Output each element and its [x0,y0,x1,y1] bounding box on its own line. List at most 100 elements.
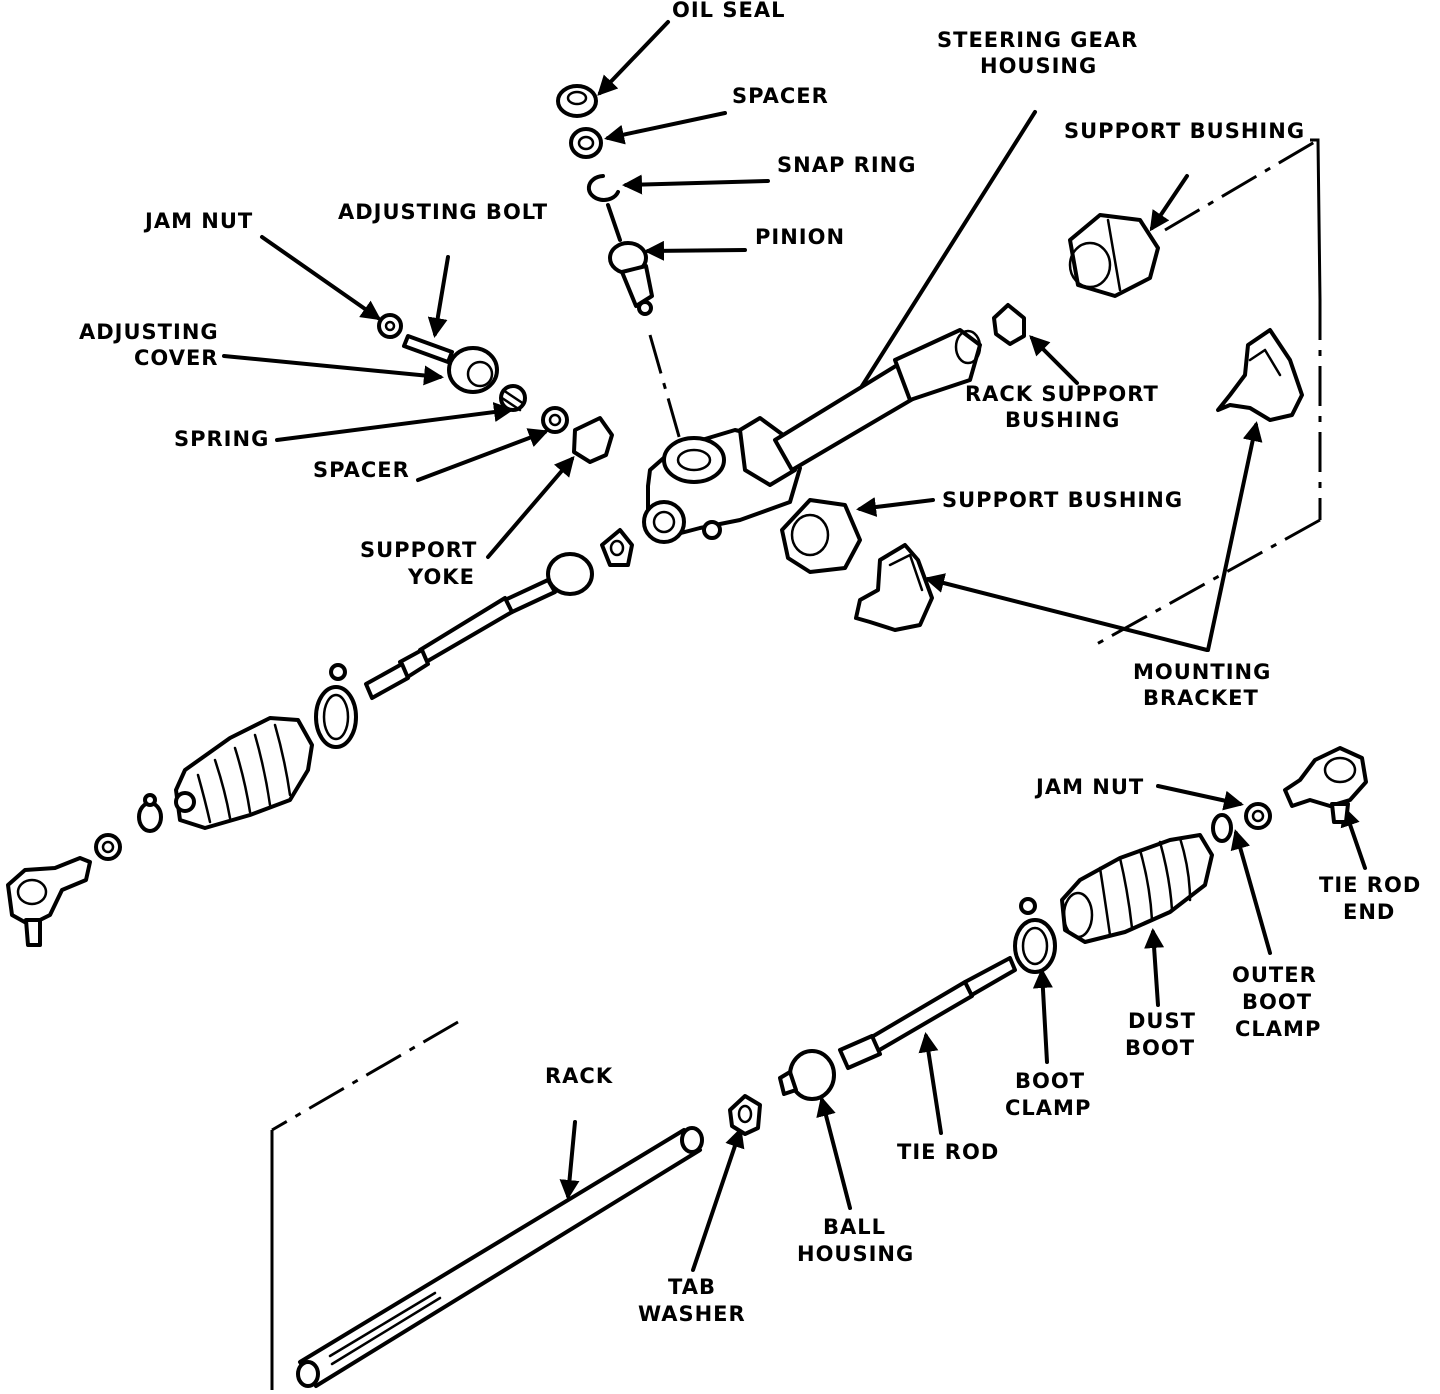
label-tab-washer-line2: WASHER [638,1302,746,1326]
tie-rod-end-left-part [6,856,92,947]
mounting-bracket-upper-part [1216,328,1304,422]
jam-nut-right-part [1244,802,1272,830]
label-dust-boot-line1: DUST [1128,1009,1196,1033]
label-support-bushing-top: SUPPORT BUSHING [1064,119,1305,143]
arrow-jam-nut-right [1156,784,1244,811]
bushing-axis-line [1164,138,1319,232]
mounting-bracket-lower-part [854,543,934,632]
rack-support-bushing-part [992,303,1026,346]
support-bushing-mid-part [780,498,862,574]
label-tie-rod-end-line2: END [1343,900,1395,924]
jam-nut-upper-left-part [94,833,122,861]
label-tie-rod: TIE ROD [897,1140,999,1164]
spacer-top-part [569,127,603,159]
label-rack: RACK [545,1064,613,1088]
arrow-mounting-bracket-lower [924,573,1209,652]
dust-boot-upper-part [174,716,314,830]
arrow-jam-nut-left [260,235,382,321]
label-boot-clamp-line1: BOOT [1015,1069,1085,1093]
arrow-oil-seal [597,20,670,96]
tab-washer-upper-part [600,528,634,567]
dust-boot-right-part [1060,833,1214,944]
snap-ring-part [586,174,620,202]
arrow-support-yoke [486,455,575,559]
arrow-spring [275,402,514,442]
label-rack-support-bushing-line2: BUSHING [1005,408,1120,432]
leader-lines [222,20,1367,1272]
alignment-lines [270,138,1322,1390]
arrow-tab-washer [691,1127,745,1272]
outer-boot-clamp-right-part [1211,813,1233,843]
arrow-rack-support-bushing [1029,335,1079,385]
arrow-pinion [644,240,747,261]
parts [6,84,1368,1388]
arrow-boot-clamp [1032,968,1053,1064]
label-dust-boot-line2: BOOT [1125,1036,1195,1060]
label-support-yoke-line2: YOKE [407,565,475,589]
label-outer-boot-clamp-line1: OUTER [1232,963,1317,987]
arrow-support-bushing-mid [856,497,935,517]
pinion-part [606,203,654,316]
rack-part [296,1126,704,1388]
arrow-outer-boot-clamp [1230,829,1272,955]
arrow-adjusting-bolt [427,255,450,338]
tie-rod-upper-part [364,552,594,700]
support-yoke-part [572,416,614,464]
label-tab-washer-line1: TAB [668,1275,716,1299]
arrow-dust-boot [1144,928,1165,1007]
label-tie-rod-end-line1: TIE ROD [1319,873,1421,897]
arrow-mounting-bracket-upper [1206,421,1263,652]
adjusting-cover-part [447,346,499,394]
label-adjusting-cover-line1: ADJUSTING [79,320,219,344]
label-ball-housing-line1: BALL [823,1215,886,1239]
arrow-spacer-top [604,111,727,145]
label-outer-boot-clamp-line3: CLAMP [1235,1017,1321,1041]
steering-gear-housing-part [642,328,982,544]
boot-clamp-right-part [1013,897,1057,974]
arrow-tie-rod-end [1340,806,1367,870]
arrow-tie-rod [918,1032,943,1135]
label-mounting-bracket-line1: MOUNTING [1133,660,1271,684]
label-pinion: PINION [755,225,845,249]
label-adjusting-cover-line2: COVER [134,346,218,370]
frame-right-top [1310,138,1322,301]
label-spacer-top: SPACER [732,84,829,108]
label-snap-ring: SNAP RING [777,153,916,177]
spacer-mid-part [541,406,569,434]
pinion-axis-line [648,334,682,441]
tie-rod-end-right-part [1283,746,1368,824]
label-jam-nut-right: JAM NUT [1034,775,1144,799]
arrow-support-bushing-top [1149,174,1189,232]
label-outer-boot-clamp-line2: BOOT [1242,990,1312,1014]
jam-nut-left-part [377,313,403,339]
support-bushing-top-part [1068,213,1160,298]
oil-seal-part [556,84,598,118]
spring-part [499,384,527,412]
label-oil-seal: OIL SEAL [672,0,785,22]
frame-right-diagonal [1094,518,1321,647]
outer-boot-clamp-upper-part [137,793,163,833]
tie-rod-lower-part [838,956,1017,1070]
label-support-bushing-mid: SUPPORT BUSHING [942,488,1183,512]
label-ball-housing-line2: HOUSING [797,1242,914,1266]
ball-housing-part [778,1049,836,1101]
arrow-ball-housing [816,1096,852,1210]
labels: OIL SEAL SPACER SNAP RING PINION STEERIN… [79,0,1421,1326]
adjusting-bolt-part [402,334,454,364]
label-spacer-mid: SPACER [313,458,410,482]
label-steering-gear-housing-line1: STEERING GEAR [937,28,1138,52]
arrow-spacer-mid [416,428,549,482]
boot-clamp-upper-part [314,663,358,749]
label-adjusting-bolt: ADJUSTING BOLT [338,200,548,224]
arrow-adjusting-cover [222,354,444,386]
arrow-steering-gear-housing [860,110,1037,388]
label-mounting-bracket-line2: BRACKET [1143,686,1259,710]
tab-washer-lower-part [728,1094,762,1136]
label-boot-clamp-line2: CLAMP [1005,1096,1091,1120]
arrow-snap-ring [622,174,770,195]
rack-frame-top [271,1020,459,1132]
label-rack-support-bushing-line1: RACK SUPPORT [965,382,1159,406]
label-spring: SPRING [174,427,269,451]
